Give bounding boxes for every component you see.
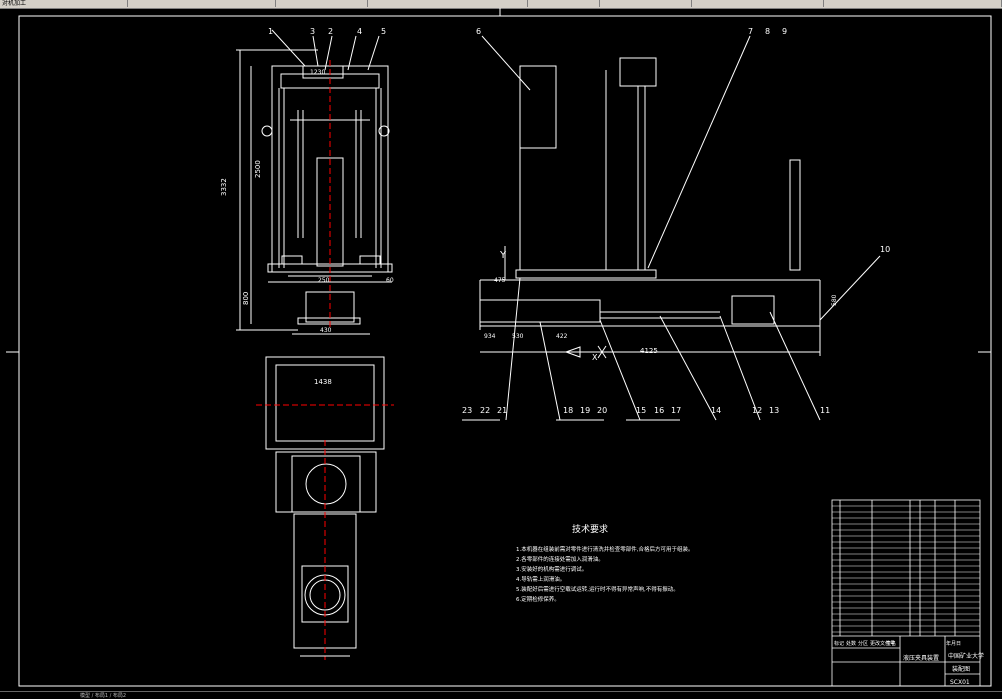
tb-school: 中国矿业大学 (948, 652, 984, 660)
dim-top: 1230 (310, 69, 325, 76)
tb-h-6: 年月日 (946, 640, 961, 647)
dim-475: 475 (494, 277, 506, 284)
dim-3332: 3332 (220, 178, 228, 196)
tb-h-2: 处数 (846, 640, 856, 647)
tb-h-3: 分区 (858, 640, 868, 647)
axis-x-label: X (592, 353, 598, 362)
side-view (462, 35, 881, 421)
tb-drawing-no: SCX01 (950, 679, 970, 686)
balloon-18: 18 (563, 406, 573, 415)
tech-line-4: 4.导轨需上润滑油。 (516, 575, 565, 583)
balloon-6: 6 (476, 27, 481, 36)
balloon-3: 3 (310, 27, 315, 36)
balloon-7: 7 (748, 27, 753, 36)
tb-h-4: 更改文件号 (870, 640, 895, 647)
toolbar-combo-2[interactable] (276, 0, 368, 7)
file-tab[interactable]: 对机加工 (0, 0, 128, 7)
toolbar-combo-1[interactable] (128, 0, 276, 7)
dim-4125: 4125 (640, 347, 658, 355)
balloon-9: 9 (782, 27, 787, 36)
dim-1438: 1438 (314, 378, 332, 386)
toolbar-combo-4[interactable] (528, 0, 600, 7)
status-bar: 模型 / 布局1 / 布局2 (0, 691, 1002, 699)
balloon-19: 19 (580, 406, 590, 415)
tech-line-2: 2.各零部件的连接处需加入润滑油。 (516, 555, 604, 563)
dim-422: 422 (556, 333, 568, 340)
top-view (256, 356, 394, 660)
axis-y-label: Y (499, 250, 507, 261)
tech-line-1: 1.本机器在组装前需对零件进行清洗并检查零部件,合格后方可用于组装。 (516, 545, 694, 553)
tb-name: 装配图 (952, 665, 970, 673)
toolbar-combo-6[interactable] (692, 0, 824, 7)
balloon-21: 21 (497, 406, 507, 415)
balloon-17: 17 (671, 406, 681, 415)
balloon-2: 2 (328, 27, 333, 36)
tech-line-3: 3.安装好的机构需进行调试。 (516, 565, 587, 573)
cad-drawing-canvas[interactable]: 1 3 2 4 5 6 7 8 9 10 23 22 21 18 19 20 1… (0, 8, 1002, 691)
balloon-23: 23 (462, 406, 472, 415)
balloon-10: 10 (880, 245, 890, 254)
toolbar-combo-7[interactable] (824, 0, 1002, 7)
balloon-11: 11 (820, 406, 830, 415)
dim-800: 800 (242, 292, 250, 305)
front-view (236, 29, 393, 335)
dim-934: 934 (484, 333, 496, 340)
balloon-22: 22 (480, 406, 490, 415)
balloon-20: 20 (597, 406, 607, 415)
layout-tabs[interactable]: 模型 / 布局1 / 布局2 (80, 693, 127, 699)
technical-requirements: 技术要求 1.本机器在组装前需对零件进行清洗并检查零部件,合格后方可用于组装。 … (516, 523, 694, 603)
balloon-1: 1 (268, 27, 273, 36)
balloon-8: 8 (765, 27, 770, 36)
file-tab-label: 对机加工 (2, 0, 27, 7)
dim-60: 60 (386, 277, 394, 284)
tb-h-1: 标记 (834, 640, 844, 647)
parts-list (832, 505, 980, 633)
dim-430: 430 (320, 327, 332, 334)
balloon-5: 5 (381, 27, 386, 36)
balloon-14: 14 (711, 406, 721, 415)
dim-250: 250 (318, 277, 330, 284)
dim-580: 580 (831, 294, 838, 306)
tech-line-5: 5.装配好后需进行空载试运转,运行时不得有异常声响,不得有振动。 (516, 585, 679, 593)
drawing-frame (18, 15, 992, 687)
toolbar-combo-5[interactable] (600, 0, 692, 7)
tech-title: 技术要求 (572, 523, 608, 535)
tb-h-5: 签名 (886, 640, 896, 647)
balloon-4: 4 (357, 27, 362, 36)
dim-2500: 2500 (254, 160, 262, 178)
balloon-12: 12 (752, 406, 762, 415)
balloon-16: 16 (654, 406, 664, 415)
balloon-15: 15 (636, 406, 646, 415)
tb-project: 液压夹具装置 (903, 654, 939, 662)
title-block (831, 499, 981, 687)
balloon-13: 13 (769, 406, 779, 415)
tech-line-6: 6.定期检修保养。 (516, 595, 560, 603)
toolbar-combo-3[interactable] (368, 0, 528, 7)
dim-530: 530 (512, 333, 524, 340)
